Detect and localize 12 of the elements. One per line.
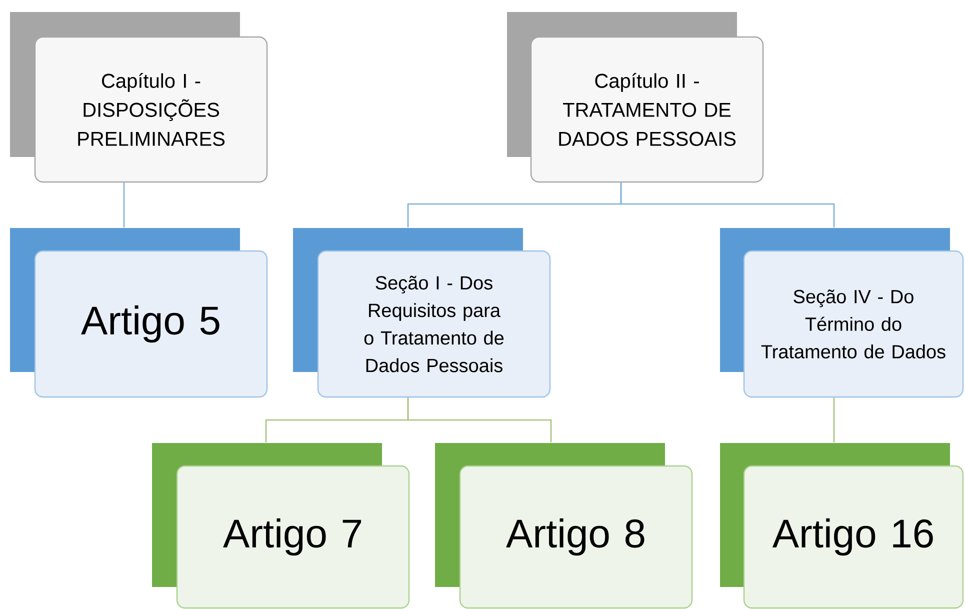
connector-line bbox=[833, 398, 835, 442]
section-card: Seção I - Dos Requisitos para o Tratamento de Dados Pessoais bbox=[293, 228, 551, 398]
connector-line bbox=[123, 182, 125, 228]
article-card: Artigo 8 bbox=[435, 443, 693, 609]
connector-line bbox=[620, 182, 835, 228]
connector-line bbox=[407, 398, 552, 442]
article-card: Artigo 5 bbox=[10, 228, 268, 398]
article-card: Artigo 16 bbox=[720, 443, 964, 609]
section-card: Seção IV - Do Término do Tratamento de Dados bbox=[720, 228, 964, 398]
chapter-card: Capítulo I - DISPOSIÇÕES PRELIMINARES bbox=[10, 12, 268, 183]
article-card: Artigo 7 bbox=[152, 443, 410, 609]
chapter-card: Capítulo II - TRATAMENTO DE DADOS PESSOAIS bbox=[507, 12, 764, 183]
